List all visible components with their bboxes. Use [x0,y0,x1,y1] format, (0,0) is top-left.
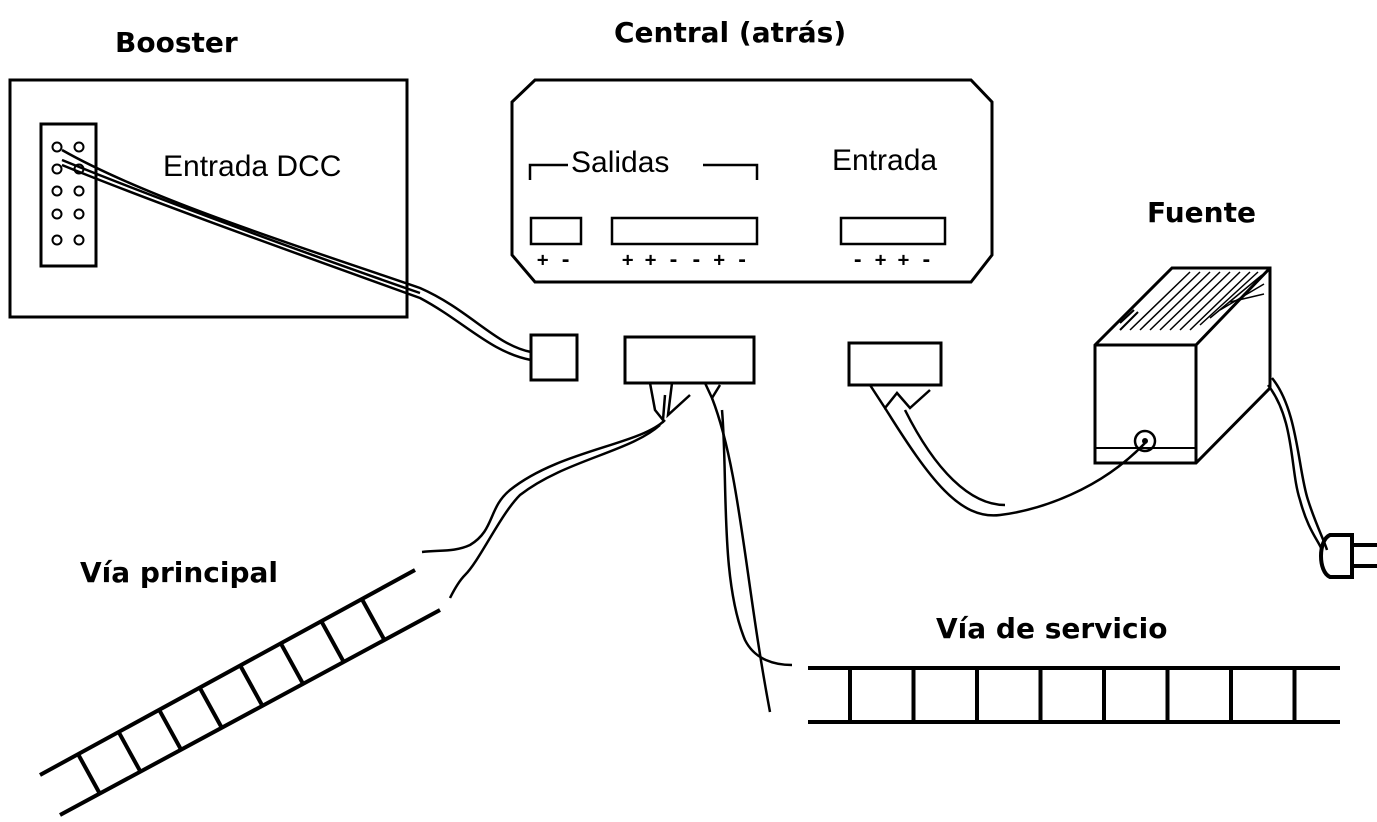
central-panel: Salidas Entrada + - + + - - + - - + + - [510,78,994,284]
booster-title: Booster [115,26,238,59]
main-track-cable [421,382,691,599]
main-track-tie [76,753,102,795]
main-track-tie [197,686,224,729]
main-track-tie [360,597,386,640]
polarity-out2: + + - - + - [622,249,748,271]
fuente-title: Fuente [1147,196,1256,229]
power-supply [1093,266,1272,465]
via-servicio-title: Vía de servicio [936,612,1167,645]
salidas-label: Salidas [571,146,669,179]
main-track-tie [116,730,143,773]
polarity-out1: + - [537,249,571,271]
entrada-dcc-label: Entrada DCC [163,150,341,183]
main-track [39,568,441,817]
mains-plug-icon [1319,533,1377,579]
main-track-tie [319,620,345,662]
mains-cord [1267,377,1329,551]
output-socket-tracks [610,216,759,246]
entrada-label: Entrada [832,144,937,177]
booster-box: Entrada DCC [8,78,409,319]
main-track-tie [278,642,305,685]
power-cable [868,384,1146,517]
service-track-cable [703,382,793,713]
output-jack [1133,429,1157,453]
booster-cable [61,148,532,362]
plug-booster [529,333,579,382]
polarity-in: - + + - [852,249,932,271]
central-title: Central (atrás) [614,16,846,49]
main-track-tie [238,664,264,707]
service-track [808,666,1340,724]
plug-tracks [623,335,756,385]
main-track-tie [157,708,183,751]
vent-grille [1129,271,1265,331]
output-jack-center [1142,438,1148,444]
plug-power [847,341,943,387]
booster-dcc-socket [39,122,98,268]
input-socket-power [839,216,947,246]
output-socket-booster [529,216,583,246]
via-principal-title: Vía principal [80,556,278,589]
